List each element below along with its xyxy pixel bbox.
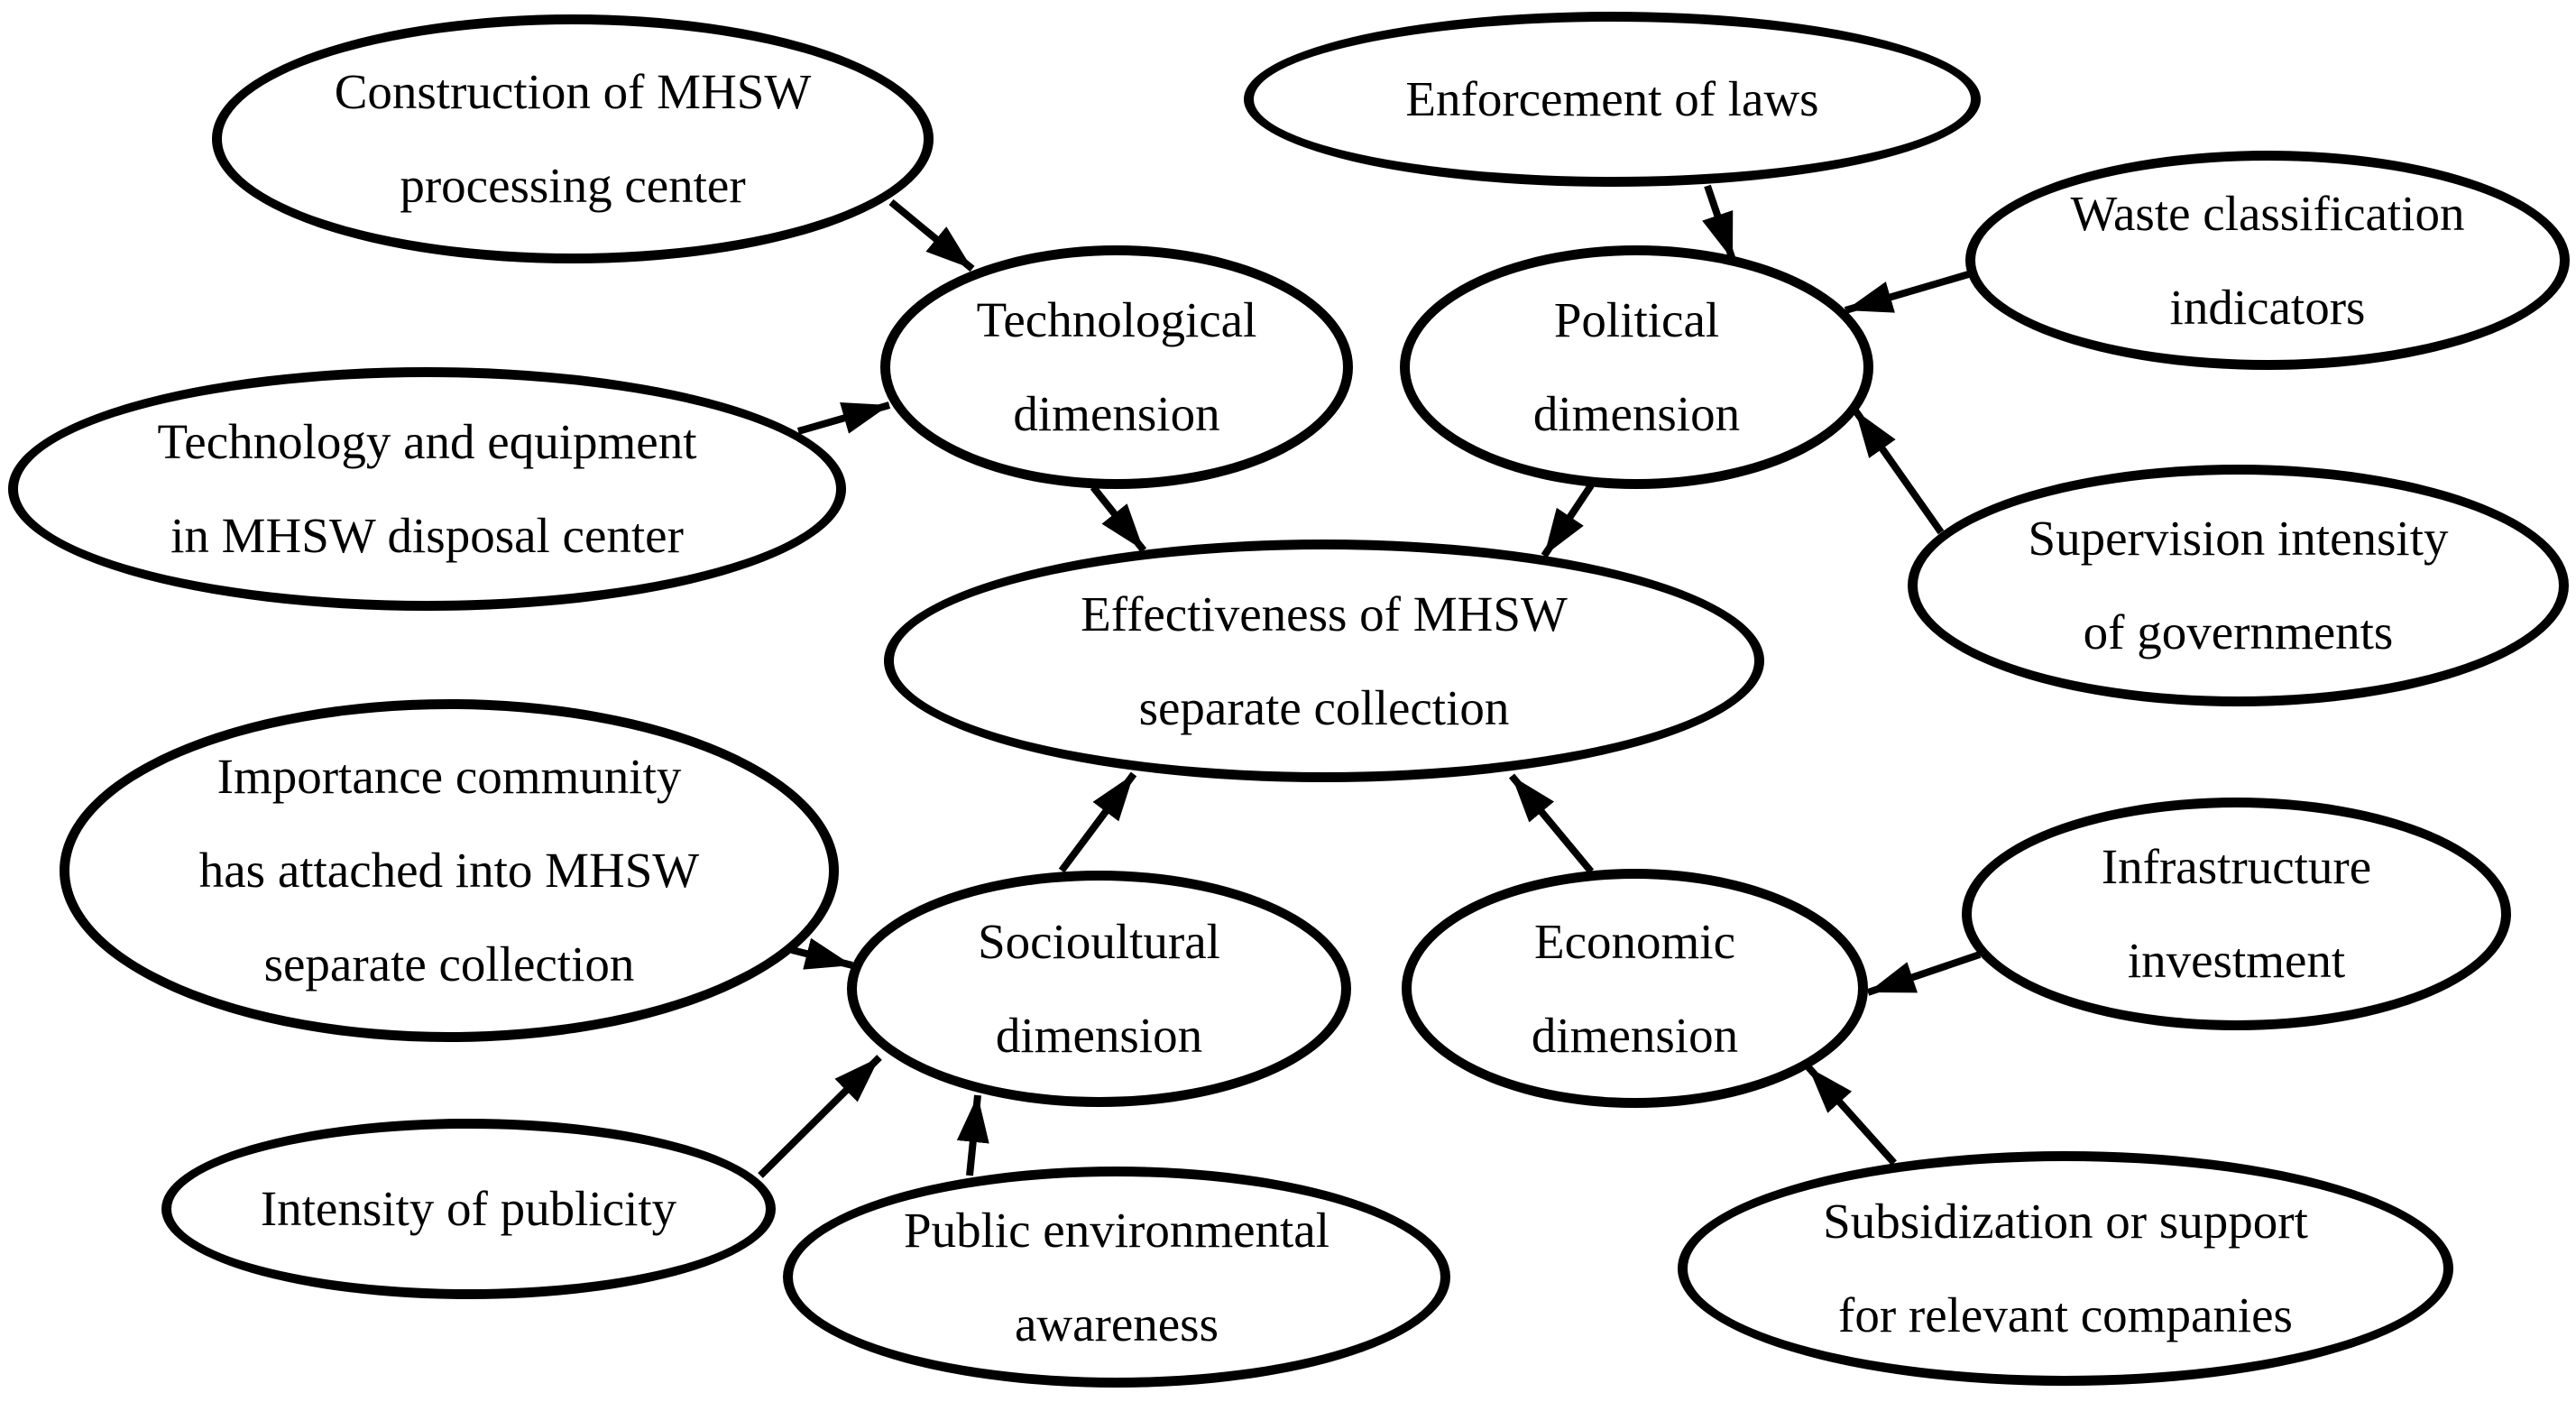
node-technology-equipment-line: Technology and equipment xyxy=(157,414,697,469)
node-economic-line: Economic xyxy=(1534,913,1735,969)
arrow-infrastructure-to-economic xyxy=(1866,951,1982,996)
arrow-waste-indicators-to-political xyxy=(1844,270,1973,314)
node-infrastructure-line: Infrastructure xyxy=(2101,839,2372,894)
node-technological-line: Technological xyxy=(976,292,1257,347)
node-sociocultural-dimension: Socioultural dimension xyxy=(847,871,1351,1107)
node-technological-dimension: Technological dimension xyxy=(880,245,1353,489)
node-technology-equipment-line: in MHSW disposal center xyxy=(170,508,684,563)
arrow-technology-equipment-to-technological xyxy=(796,401,891,435)
node-waste-indicators-line: indicators xyxy=(2169,279,2366,335)
node-public-awareness-line: Public environmental xyxy=(904,1202,1329,1258)
node-supervision-line: Supervision intensity xyxy=(2028,511,2449,566)
node-effectiveness: Effectiveness of MHSW separate collectio… xyxy=(884,540,1764,782)
node-technological-line: dimension xyxy=(1013,386,1220,441)
node-intensity-publicity: Intensity of publicity xyxy=(161,1119,776,1299)
node-infrastructure-line: investment xyxy=(2127,933,2346,988)
node-importance-line: separate collection xyxy=(263,936,635,992)
node-subsidization-line: Subsidization or support xyxy=(1823,1194,2308,1249)
arrow-intensity-publicity-to-sociocultural xyxy=(758,1055,882,1178)
node-enforcement: Enforcement of laws xyxy=(1244,12,1981,187)
arrow-enforcement-to-political xyxy=(1702,184,1736,262)
arrow-economic-to-effectiveness xyxy=(1508,773,1595,874)
node-supervision: Supervision intensity of governments xyxy=(1908,465,2569,706)
node-political-line: Political xyxy=(1553,292,1720,347)
arrow-importance-to-sociocultural xyxy=(791,937,853,970)
node-technology-equipment: Technology and equipment in MHSW disposa… xyxy=(8,367,846,611)
node-construction-line: processing center xyxy=(400,158,746,213)
arrow-subsidization-to-economic xyxy=(1806,1065,1897,1166)
node-construction: Construction of MHSW processing center xyxy=(212,14,934,263)
node-intensity-publicity-line: Intensity of publicity xyxy=(260,1181,677,1236)
node-waste-indicators: Waste classification indicators xyxy=(1965,151,2570,370)
node-political-dimension: Political dimension xyxy=(1400,245,1873,489)
node-political-line: dimension xyxy=(1532,386,1741,441)
node-importance-line: Importance community xyxy=(216,749,682,804)
node-economic-line: dimension xyxy=(1531,1007,1739,1063)
node-effectiveness-line: Effectiveness of MHSW xyxy=(1081,586,1568,641)
node-importance-community: Importance community has attached into M… xyxy=(60,699,839,1042)
arrow-construction-to-technological xyxy=(888,198,975,272)
node-economic-dimension: Economic dimension xyxy=(1402,869,1868,1108)
arrow-public-awareness-to-sociocultural xyxy=(956,1094,989,1176)
node-public-awareness: Public environmental awareness xyxy=(783,1167,1450,1388)
node-subsidization: Subsidization or support for relevant co… xyxy=(1678,1151,2453,1386)
arrow-sociocultural-to-effectiveness xyxy=(1058,771,1137,873)
node-importance-line: has attached into MHSW xyxy=(198,843,700,898)
node-effectiveness-line: separate collection xyxy=(1138,679,1510,735)
node-construction-line: Construction of MHSW xyxy=(334,64,812,119)
arrow-supervision-to-political xyxy=(1852,408,1945,535)
node-sociocultural-line: Socioultural xyxy=(978,914,1220,969)
node-public-awareness-line: awareness xyxy=(1015,1296,1219,1351)
arrow-technological-to-effectiveness xyxy=(1090,484,1147,553)
arrow-political-to-effectiveness xyxy=(1541,483,1595,558)
node-supervision-line: of governments xyxy=(2083,604,2394,659)
node-subsidization-line: for relevant companies xyxy=(1838,1287,2293,1342)
node-infrastructure: Infrastructure investment xyxy=(1962,798,2511,1030)
node-enforcement-line: Enforcement of laws xyxy=(1405,71,1819,126)
node-waste-indicators-line: Waste classification xyxy=(2070,185,2465,241)
node-sociocultural-line: dimension xyxy=(995,1008,1203,1063)
